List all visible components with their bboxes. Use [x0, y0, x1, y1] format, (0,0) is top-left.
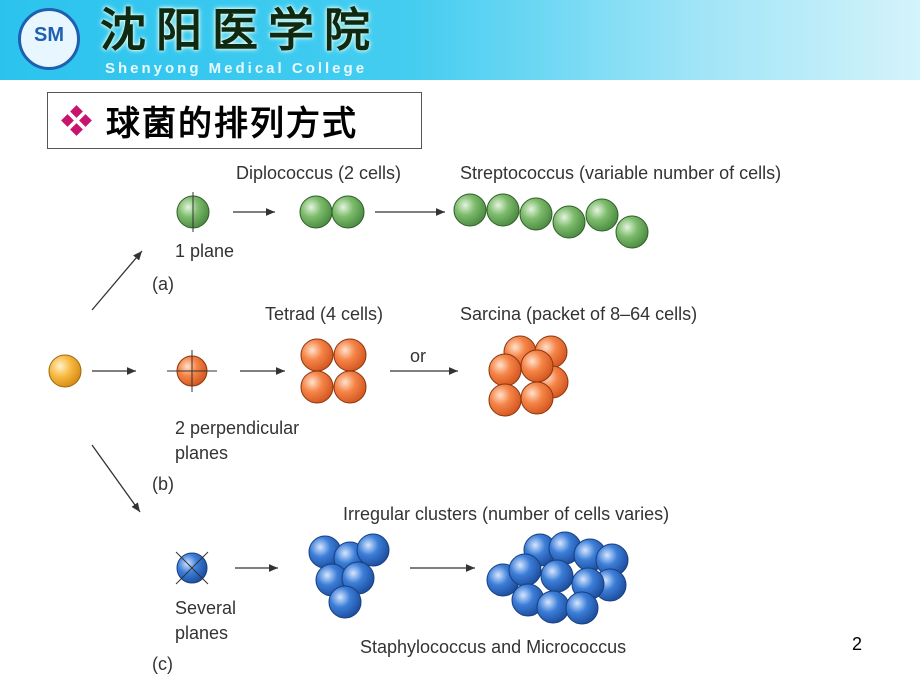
label-2-perpendicular: 2 perpendicular	[175, 418, 299, 438]
label-staphylococcus: Staphylococcus and Micrococcus	[360, 637, 626, 657]
college-name-en: Shenyong Medical College	[105, 60, 368, 77]
header-banner: SM 沈阳医学院 Shenyong Medical College	[0, 0, 920, 80]
label-1-plane: 1 plane	[175, 241, 234, 261]
label-diplococcus: Diplococcus (2 cells)	[236, 163, 401, 183]
label-planes-b: planes	[175, 443, 228, 463]
label-or: or	[410, 346, 426, 366]
page-number: 2	[852, 634, 863, 654]
row-c	[175, 531, 629, 625]
slide-title: 球菌的排列方式	[106, 105, 358, 143]
label-planes-c: planes	[175, 623, 228, 643]
label-several: Several	[175, 598, 236, 618]
college-logo: SM	[18, 8, 80, 70]
label-b: (b)	[152, 474, 174, 494]
label-tetrad: Tetrad (4 cells)	[265, 304, 383, 324]
initial-coccus	[48, 354, 82, 388]
label-streptococcus: Streptococcus (variable number of cells)	[460, 163, 781, 183]
row-a	[176, 192, 649, 249]
label-sarcina: Sarcina (packet of 8–64 cells)	[460, 304, 697, 324]
slide-title-box: 球菌的排列方式	[47, 92, 422, 149]
label-a: (a)	[152, 274, 174, 294]
row-b	[167, 335, 569, 417]
label-irregular-clusters: Irregular clusters (number of cells vari…	[343, 504, 669, 524]
label-c: (c)	[152, 654, 173, 674]
college-name-cn: 沈阳医学院	[100, 3, 380, 57]
arrows	[91, 208, 475, 572]
